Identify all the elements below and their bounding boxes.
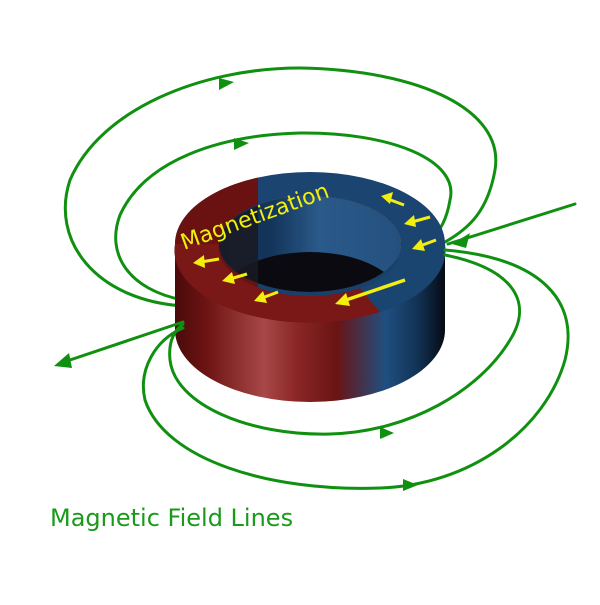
field-line-right-entry [446,202,577,246]
yellow-arrow-icon [254,290,279,303]
yellow-arrow-icon [412,238,437,251]
ring-top-face-front-blue [360,244,446,312]
yellow-arrow-icon [335,278,406,306]
ring-top-face-front-red [174,244,380,323]
green-arrowhead-icon [380,427,394,439]
field-lines-front [62,202,577,490]
field-line-lower-outer [142,248,570,490]
green-arrowhead-icon [234,138,249,150]
field-line-outer-top [63,66,498,308]
ring-magnet [174,171,446,402]
field-lines-label: Magnetic Field Lines [50,504,294,532]
field-line-inner-top [114,131,453,302]
magnetization-arrows [193,192,437,306]
yellow-arrow-icon [404,215,431,227]
yellow-arrow-icon [381,192,405,207]
field-arrowheads [54,78,470,491]
yellow-arrow-icon [222,272,248,284]
ring-inner-wall [218,195,401,293]
ring-outer-wall [175,244,445,402]
green-arrowhead-icon [54,353,72,368]
green-arrowhead-icon [452,233,470,248]
green-arrowhead-icon [403,479,418,491]
field-line-lower-inner [168,253,521,436]
field-lines-back [63,66,498,308]
yellow-arrow-icon [193,255,220,268]
field-line-left-exit [62,320,185,364]
green-arrowhead-icon [219,78,234,90]
